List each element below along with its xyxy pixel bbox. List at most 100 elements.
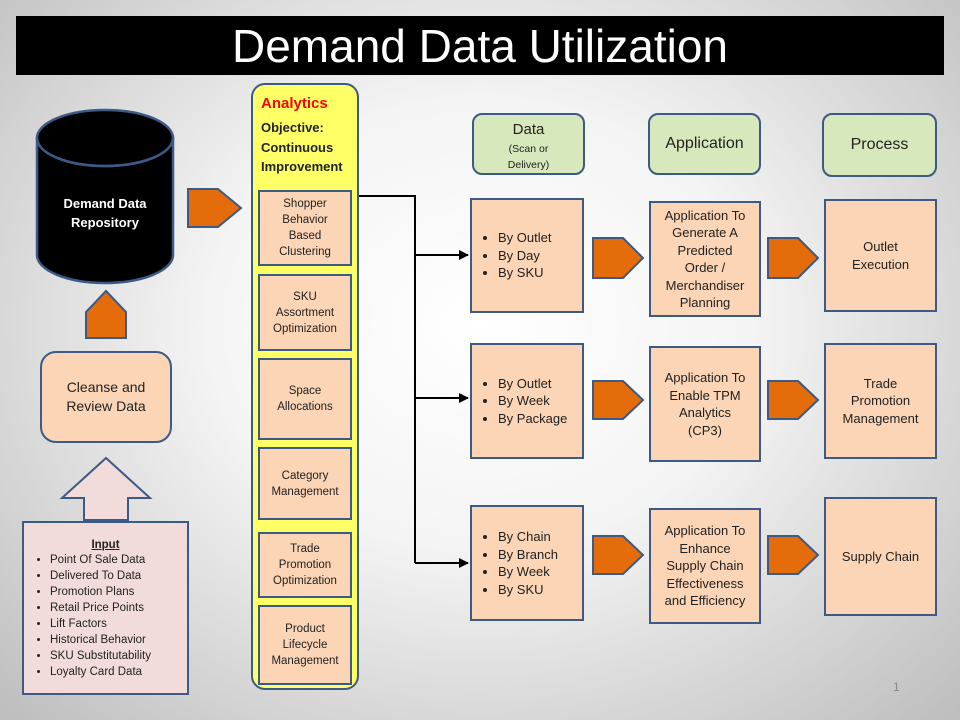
analytics-item-line: Management: [271, 485, 339, 498]
application-line: Application To: [664, 523, 746, 539]
data-item: By Chain: [498, 528, 558, 546]
input-item: Promotion Plans: [50, 584, 187, 600]
data-item: By Outlet: [498, 375, 567, 393]
application-line: Planning: [679, 295, 731, 310]
data-item: By Week: [498, 392, 567, 410]
process-line: Trade: [863, 375, 898, 391]
analytics-item-line: Management: [271, 655, 339, 667]
analytics-item-line: Assortment: [275, 306, 335, 319]
process-box: Supply Chain: [824, 497, 937, 616]
input-item: Loyalty Card Data: [50, 664, 187, 680]
right-arrow-icon: [767, 380, 820, 420]
header-process: Process: [822, 113, 937, 177]
analytics-item-line: Promotion: [278, 559, 332, 571]
analytics-item-line: SKU: [293, 290, 317, 303]
cleanse-review-box: Cleanse and Review Data: [40, 351, 172, 443]
page-title: Demand Data Utilization: [16, 16, 944, 75]
input-item: Retail Price Points: [50, 600, 187, 616]
application-line: (CP3): [688, 422, 722, 438]
data-item: By SKU: [498, 264, 551, 282]
data-list: By OutletBy WeekBy Package: [472, 375, 567, 428]
input-heading: Input: [91, 539, 120, 551]
analytics-item-line: Space: [288, 385, 322, 397]
input-item: Point Of Sale Data: [50, 552, 187, 568]
application-line: Application To: [664, 207, 746, 223]
header-data-sub-line: (Scan or: [508, 143, 549, 155]
right-arrow-icon: [592, 535, 645, 575]
data-box: By OutletBy DayBy SKU: [470, 198, 584, 313]
objective-line: Objective:: [261, 120, 324, 135]
input-item: Delivered To Data: [50, 568, 187, 584]
database-cylinder: [35, 108, 175, 285]
process-line: Supply Chain: [841, 548, 920, 564]
input-up-arrow-icon: [59, 456, 153, 521]
data-item: By Branch: [498, 546, 558, 564]
analytics-item-line: Allocations: [277, 401, 333, 413]
application-box: Application To Enable TPM Analytics (CP3): [649, 346, 761, 462]
data-list: By OutletBy DayBy SKU: [472, 229, 551, 282]
analytics-item-line: Shopper: [283, 198, 327, 210]
analytics-heading: Analytics: [261, 95, 328, 112]
application-line: Generate A: [672, 225, 738, 240]
data-item: By Day: [498, 247, 551, 265]
application-line: Enable TPM: [669, 387, 741, 403]
repository-label: Demand Data Repository: [63, 196, 147, 230]
up-arrow-icon: [85, 289, 127, 339]
input-item: Lift Factors: [50, 616, 187, 632]
process-line: Outlet: [863, 239, 898, 254]
data-item: By Outlet: [498, 229, 551, 247]
data-box: By OutletBy WeekBy Package: [470, 343, 584, 459]
objective-line: Continuous: [261, 139, 334, 155]
process-line: Management: [842, 410, 919, 426]
right-arrow-icon: [592, 380, 645, 420]
objective-line: Improvement: [261, 159, 343, 174]
application-line: Effectiveness: [666, 575, 744, 591]
analytics-item-line: Optimization: [273, 575, 337, 587]
application-line: Merchandiser: [665, 277, 745, 293]
input-list: Point Of Sale DataDelivered To DataPromo…: [24, 552, 187, 680]
right-arrow-icon: [767, 237, 820, 279]
analytics-item-line: Optimization: [273, 322, 337, 335]
application-line: Analytics: [678, 405, 732, 420]
application-line: Supply Chain: [666, 558, 744, 574]
analytics-item-line: Based: [288, 230, 322, 242]
analytics-item-line: Trade: [290, 543, 320, 555]
analytics-item-line: Product: [285, 623, 325, 635]
application-line: Enhance: [679, 540, 731, 556]
header-application: Application: [648, 113, 761, 175]
data-item: By Package: [498, 410, 567, 428]
application-line: Predicted: [677, 242, 733, 258]
input-item: SKU Substitutability: [50, 648, 187, 664]
analytics-item-line: Behavior: [282, 214, 328, 226]
analytics-item-line: Lifecycle: [282, 639, 328, 651]
data-item: By Week: [498, 563, 558, 581]
right-arrow-icon: [767, 535, 820, 575]
process-line: Promotion: [850, 393, 911, 409]
data-item: By SKU: [498, 581, 558, 599]
right-arrow-icon: [187, 188, 243, 228]
application-line: Application To: [664, 370, 746, 385]
slide-number: 1: [893, 680, 900, 694]
data-list: By ChainBy BranchBy WeekBy SKU: [472, 528, 558, 598]
data-box: By ChainBy BranchBy WeekBy SKU: [470, 505, 584, 621]
process-line: Execution: [851, 256, 910, 272]
connector-lines: [359, 195, 469, 568]
analytics-item-line: Category: [281, 469, 329, 482]
